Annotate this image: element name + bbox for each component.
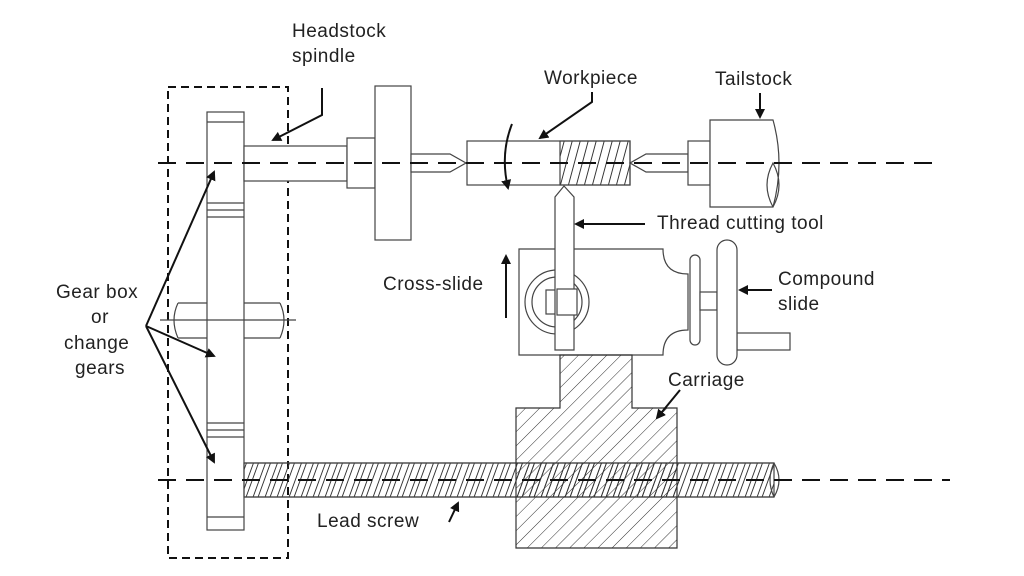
label-slide: slide (778, 294, 820, 315)
label-compound: Compound (778, 269, 875, 290)
label-spindle: spindle (292, 46, 356, 67)
tailstock (709, 119, 780, 208)
workpiece-arrow (538, 92, 593, 140)
gearbox-boundary (167, 86, 289, 559)
label-gears: gears (75, 358, 126, 379)
label-tailstock: Tailstock (715, 69, 793, 90)
lead-screw-arrow (448, 501, 460, 523)
label-thread-cutting-tool: Thread cutting tool (657, 213, 824, 234)
carriage (515, 354, 678, 549)
gear-arrow-2 (145, 325, 216, 358)
label-or: or (91, 307, 109, 328)
gear-arrow-1 (145, 170, 216, 327)
label-gear-box: Gear box (56, 282, 139, 303)
gear-arrow-3 (145, 325, 215, 464)
thread-cutting-tool (554, 185, 575, 351)
label-carriage: Carriage (668, 370, 745, 391)
spindle-arrow (271, 88, 323, 141)
compound-slide-wheel (716, 239, 738, 366)
rotation-arrow (501, 123, 513, 190)
label-lead-screw: Lead screw (317, 511, 420, 532)
intermediate-shaft (173, 302, 285, 339)
label-headstock: Headstock (292, 21, 387, 42)
label-cross-slide: Cross-slide (383, 274, 484, 295)
label-change: change (64, 333, 130, 354)
label-workpiece: Workpiece (544, 68, 638, 89)
carriage-arrow (655, 389, 681, 420)
